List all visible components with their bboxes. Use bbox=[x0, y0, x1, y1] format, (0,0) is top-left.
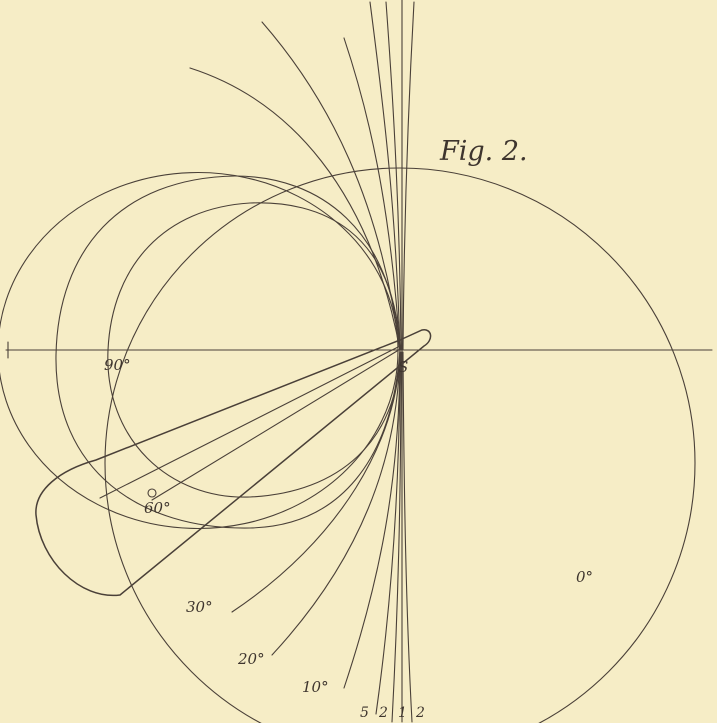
orbit-60-deg bbox=[107, 202, 401, 498]
orbit-30-deg bbox=[231, 351, 401, 613]
orbit-2-right bbox=[402, 351, 413, 723]
arc-top-6 bbox=[402, 1, 415, 351]
tail-ray-1 bbox=[99, 344, 403, 499]
label-0-deg: 0° bbox=[576, 568, 593, 586]
label-20-deg: 20° bbox=[237, 650, 265, 668]
tail-ray-2 bbox=[151, 347, 403, 501]
orbit-10-deg bbox=[343, 351, 401, 689]
label-bottom-2b: 2 bbox=[415, 705, 425, 721]
orbit-5 bbox=[375, 351, 401, 715]
arc-top-4 bbox=[369, 1, 401, 351]
arc-top-1 bbox=[189, 67, 401, 351]
orbit-20-deg bbox=[271, 351, 401, 656]
orbit-90-deg bbox=[0, 171, 399, 530]
label-10-deg: 10° bbox=[302, 678, 329, 696]
arc-top-5 bbox=[385, 1, 402, 351]
label-60-deg: 60° bbox=[144, 499, 171, 517]
figure-title: Fig. 2. bbox=[439, 136, 528, 167]
label-bottom-1: 1 bbox=[398, 705, 407, 721]
orbit-0-deg bbox=[104, 167, 696, 723]
label-bottom-2a: 2 bbox=[378, 705, 388, 721]
label-90-deg: 90° bbox=[104, 356, 131, 374]
label-s: S bbox=[398, 358, 408, 376]
label-bottom-5: 5 bbox=[360, 705, 369, 721]
orbit-90-outer bbox=[55, 175, 401, 529]
arc-top-3 bbox=[343, 37, 401, 351]
label-30-deg: 30° bbox=[186, 598, 213, 616]
arc-top-2 bbox=[261, 21, 401, 351]
orbit-2-left bbox=[391, 351, 402, 723]
point-p-marker bbox=[147, 488, 157, 498]
comet-tail bbox=[35, 329, 432, 597]
